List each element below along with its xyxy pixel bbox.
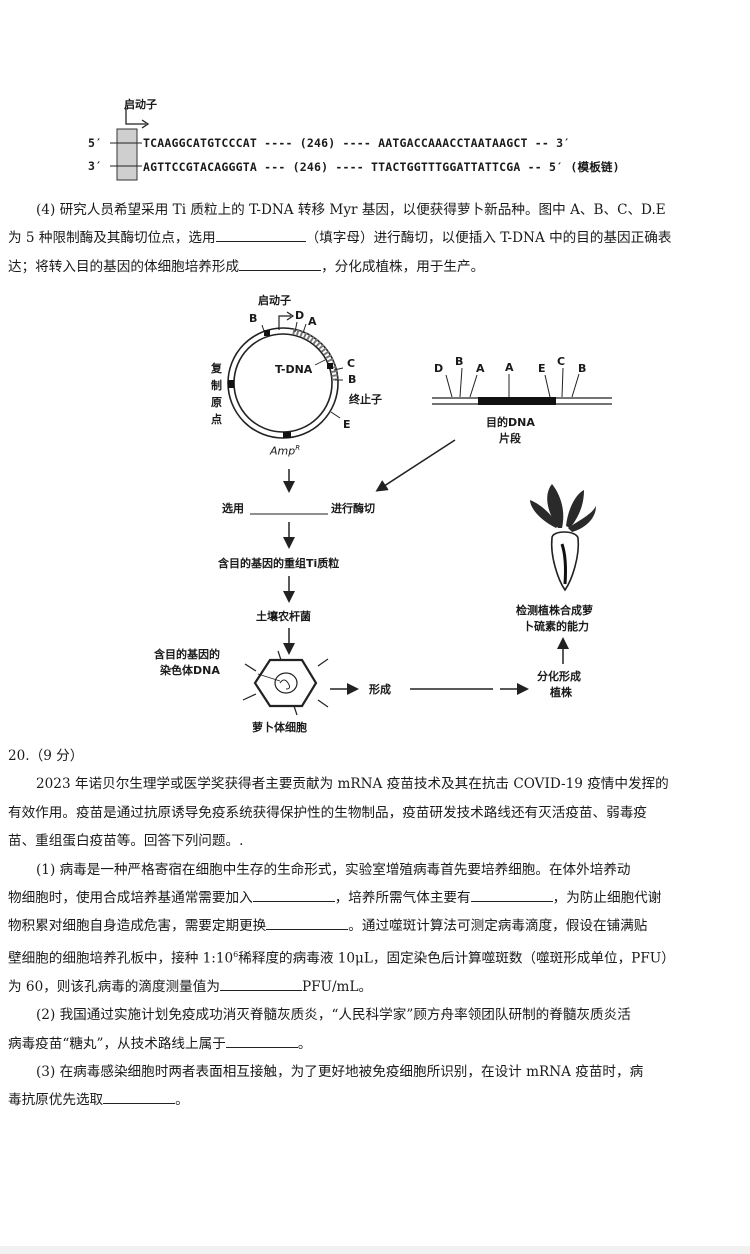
q20-p2-line-1: (2) 我国通过实施计划免疫成功消灭脊髓灰质炎，“人民科学家”顾方舟率领团队研制…: [36, 1007, 631, 1024]
answer-blank-enzymes[interactable]: [215, 227, 306, 243]
q4-line-1: (4) 研究人员希望采用 Ti 质粒上的 T-DNA 转移 Myr 基因，以便获…: [36, 202, 666, 218]
frag-site-b1: B: [455, 355, 464, 368]
q20-p1-line-4: 壁细胞的细胞培养孔板中，接种 1:106稀释度的病毒液 10μL，固定染色后计算…: [8, 949, 675, 967]
frag-label-line1: 目的DNA: [486, 416, 535, 429]
radish-cell-label: 萝卜体细胞: [252, 721, 307, 734]
frag-site-c: C: [557, 355, 566, 368]
answer-blank-antigen[interactable]: [103, 1089, 176, 1105]
q20-p3-line-2: 毒抗原优先选取。: [8, 1086, 743, 1114]
site-c-label: C: [347, 357, 356, 370]
tdna-label: T-DNA: [275, 363, 313, 376]
strand2-sequence: AGTTCCGTACAGGGTA --- (246) ---- TTACTGGT…: [143, 160, 620, 174]
promoter-label: 启动子: [124, 98, 157, 111]
q20-p2-line-2: 病毒疫苗“糖丸”，从技术路线上属于。: [8, 1030, 743, 1058]
ori-char-1: 复: [211, 362, 222, 375]
answer-blank-replace[interactable]: [266, 915, 349, 931]
promoter-box-graphic: [110, 108, 150, 181]
question-4: (4) 研究人员希望采用 Ti 质粒上的 T-DNA 转移 Myr 基因，以便获…: [8, 196, 743, 281]
q20-p1-line-3: 物积累对细胞自身造成危害，需要定期更换。通过噬斑计算法可测定病毒滴度，假设在铺满…: [8, 912, 743, 940]
site-e-label: E: [343, 418, 351, 431]
answer-blank-titer[interactable]: [219, 976, 302, 991]
detect-label-1: 检测植株合成萝: [516, 604, 593, 617]
q20-heading: 20.（9 分）: [8, 748, 84, 764]
answer-blank-medium-additive[interactable]: [252, 887, 335, 903]
ori-char-3: 原: [211, 396, 222, 409]
frag-site-e: E: [538, 362, 546, 375]
strand1-sequence: TCAAGGCATGTCCCAT ---- (246) ---- AATGACC…: [143, 136, 571, 150]
ori-char-4: 点: [211, 413, 222, 426]
site-b-right: B: [348, 373, 357, 386]
q20-intro-2: 有效作用。疫苗是通过抗原诱导免疫系统获得保护性的生物制品，疫苗研发技术路线还有灭…: [8, 804, 647, 821]
digest-label: 进行酶切: [331, 502, 375, 515]
chromosome-label-2: 染色体DNA: [160, 664, 220, 677]
q20-p1-line-2: 物细胞时，使用合成培养基通常需要加入，培养所需气体主要有，为防止细胞代谢: [8, 884, 743, 912]
site-d-top: D: [295, 309, 305, 322]
site-a-top: A: [308, 315, 317, 328]
amp-label: AmpR: [270, 444, 301, 458]
question-20: 20.（9 分） 2023 年诺贝尔生理学或医学奖获得者主要贡献为 mRNA 疫…: [8, 742, 743, 1115]
form-label: 形成: [369, 683, 391, 696]
ori-char-2: 制: [211, 379, 222, 392]
q20-intro-3: 苗、重组蛋白疫苗等。回答下列问题。.: [8, 833, 244, 850]
recombinant-plasmid-label: 含目的基因的重组Ti质粒: [218, 557, 340, 570]
q4-line-2: 为 5 种限制酶及其酶切位点，选用（填字母）进行酶切，以便插入 T-DNA 中的…: [8, 224, 743, 252]
q20-intro-1: 2023 年诺贝尔生理学或医学奖获得者主要贡献为 mRNA 疫苗技术及其在抗击 …: [36, 776, 669, 793]
plasmid-promoter-label: 启动子: [258, 294, 291, 307]
q20-p1-line-1: (1) 病毒是一种严格寄宿在细胞中生存的生命形式，实验室增殖病毒首先要培养细胞。…: [36, 861, 631, 878]
frag-label-line2: 片段: [499, 432, 521, 445]
answer-blank-gases[interactable]: [470, 887, 553, 903]
select-label: 选用: [222, 502, 244, 515]
site-b-top: B: [249, 312, 258, 325]
chromosome-label-1: 含目的基因的: [154, 648, 220, 661]
frag-site-b2: B: [578, 362, 587, 375]
frag-site-a2: A: [505, 361, 514, 374]
frag-site-d: D: [434, 362, 444, 375]
detect-label-2: 卜硫素的能力: [523, 620, 589, 633]
differentiate-label-1: 分化形成: [537, 670, 581, 683]
terminator-label: 终止子: [349, 393, 382, 406]
diagram-graphics: [227, 311, 612, 716]
answer-blank-form[interactable]: [239, 256, 322, 271]
differentiate-label-2: 植株: [550, 686, 572, 699]
strand1-end: 5′: [88, 136, 103, 150]
strand2-end: 3′: [88, 159, 103, 173]
q20-p3-line-1: (3) 在病毒感染细胞时两者表面相互接触，为了更好地被免疫细胞所识别，在设计 m…: [36, 1064, 644, 1080]
page-bottom-edge: [0, 1246, 750, 1254]
q4-line-3: 达；将转入目的基因的体细胞培养形成，分化成植株，用于生产。: [8, 253, 743, 281]
agrobacterium-label: 土壤农杆菌: [256, 610, 311, 623]
answer-blank-vaccine-type[interactable]: [225, 1033, 298, 1048]
frag-site-a1: A: [476, 362, 485, 375]
